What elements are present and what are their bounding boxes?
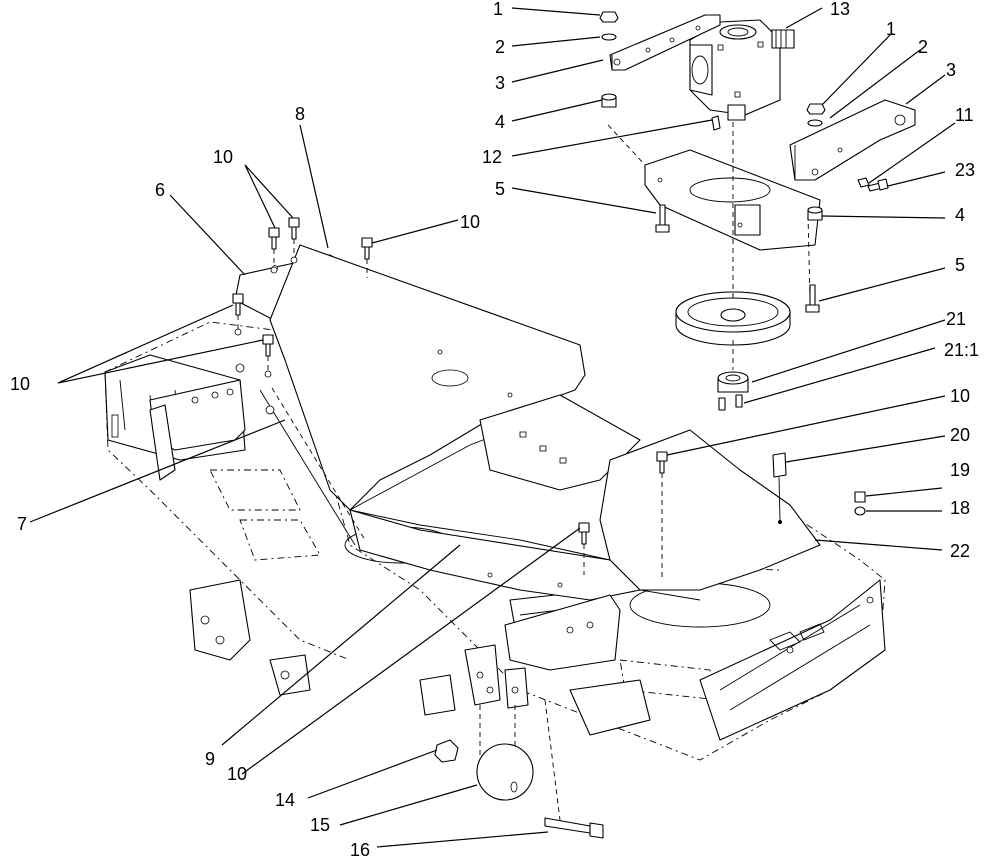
callout-4b: 4: [955, 205, 965, 225]
hardware-nut-1-left: [599, 11, 619, 23]
callout-20: 20: [950, 425, 970, 445]
callout-10a: 10: [213, 147, 233, 167]
callout-13: 13: [830, 0, 850, 19]
callout-2a: 2: [495, 37, 505, 57]
callout-10e: 10: [227, 764, 247, 784]
belt-cover-center-panel: [479, 394, 641, 491]
callout-1b: 1: [886, 19, 896, 39]
hardware-washer-2-right: [807, 119, 823, 127]
callout-8: 8: [295, 104, 305, 124]
hardware-nut-1-right: [806, 103, 826, 115]
callout-19: 19: [950, 460, 970, 480]
callout-11: 11: [955, 105, 974, 125]
callout-1a: 1: [493, 0, 503, 19]
front-right-mounting-bracket: [464, 594, 621, 821]
callout-15: 15: [310, 815, 330, 835]
gearbox-13: [689, 19, 795, 121]
hardware-bolt-5-right: [805, 284, 820, 313]
callout-16: 16: [350, 840, 370, 860]
callout-10b: 10: [460, 212, 480, 232]
hardware-bolts-10: [232, 217, 668, 578]
hardware-isolator-4-left: [601, 93, 617, 108]
hardware-nut-11: [857, 177, 870, 188]
callout-7: 7: [17, 514, 27, 534]
callout-21: 21: [946, 309, 966, 329]
gearbox-bracket-right-3: [789, 99, 916, 181]
pulley-assembly-21: [675, 122, 791, 370]
belt-cover-right-panel-22: [349, 429, 821, 601]
hardware-bolt-23: [867, 178, 889, 192]
callout-2b: 2: [918, 37, 928, 57]
callout-9: 9: [205, 749, 215, 769]
decal-20: [772, 452, 787, 524]
gearbox-bracket-left-3: [609, 14, 721, 71]
hardware-washer-2-left: [601, 33, 617, 41]
callout-5b: 5: [955, 255, 965, 275]
callout-4a: 4: [495, 112, 505, 132]
belt-cover-lower-panel: [349, 509, 641, 601]
hardware-19-18: [854, 491, 866, 516]
callout-labels: 1 2 3 4 13 1 2 3 11 12 23 5 4 8 10 6 10 …: [10, 0, 979, 860]
callout-23: 23: [955, 160, 975, 180]
callout-18: 18: [950, 498, 970, 518]
taper-hub-21-1: [717, 371, 749, 411]
callout-12: 12: [482, 147, 502, 167]
callout-5a: 5: [495, 179, 505, 199]
callout-6: 6: [155, 180, 165, 200]
callout-3b: 3: [946, 60, 956, 80]
hardware-key-12: [711, 115, 721, 131]
callout-3a: 3: [495, 73, 505, 93]
bolt-16: [544, 817, 604, 839]
hardware-isolator-4-right: [807, 206, 823, 221]
leader-lines: [29, 7, 956, 848]
knob-15: [476, 743, 534, 801]
hardware-nut-14: [434, 739, 459, 763]
hardware-bolt-5-left: [655, 204, 670, 233]
callout-10d: 10: [950, 386, 970, 406]
callout-10c: 10: [10, 374, 30, 394]
gearbox-mount-plate: [607, 124, 821, 301]
callout-21-1: 21:1: [944, 340, 979, 360]
callout-22: 22: [950, 541, 970, 561]
left-mounting-bracket-7: [149, 379, 366, 546]
callout-14: 14: [275, 790, 295, 810]
